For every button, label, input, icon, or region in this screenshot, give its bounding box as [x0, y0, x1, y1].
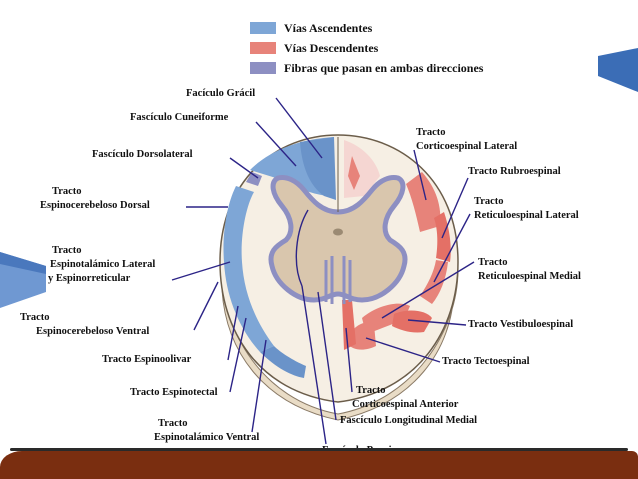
decorative-arrow-left [0, 252, 46, 308]
label-corticoespinal-lateral-1: Tracto [416, 127, 446, 138]
leader-tectoespinal [365, 337, 441, 363]
label-fasciculo-dorsolateral: Fascículo Dorsolateral [92, 149, 193, 160]
propios-arc [295, 209, 309, 287]
label-espinotalamico-lateral-3: y Espinorreticular [48, 273, 131, 284]
label-espinotectal: Tracto Espinotectal [130, 387, 218, 398]
leader-lines [171, 97, 475, 445]
legend-label: Fibras que pasan en ambas direcciones [284, 60, 484, 75]
legend-label: Vías Ascendentes [284, 20, 373, 35]
leader-espinotectal [229, 317, 247, 393]
label-vestibuloespinal: Tracto Vestibuloespinal [468, 319, 574, 330]
leader-gracil [275, 97, 323, 159]
legend: Vías Ascendentes Vías Descendentes Fibra… [250, 18, 483, 78]
label-espinocerebeloso-ventral-1: Tracto [20, 312, 50, 323]
label-espinotalamico-ventral-1: Tracto [158, 418, 188, 429]
bottom-band [0, 448, 638, 479]
leader-espinoolivar [227, 305, 239, 361]
anterior-median-fissure [324, 256, 352, 304]
corticospinal-lateral [406, 172, 441, 232]
label-corticoespinal-anterior-1: Tracto [356, 385, 386, 396]
label-corticoespinal-anterior-2: Corticoespinal Anterior [352, 399, 459, 410]
label-espinotalamico-ventral-2: Espinotalámico Ventral [154, 432, 260, 443]
leader-cuneiforme [255, 121, 297, 167]
central-canal [333, 228, 343, 236]
label-reticuloespinal-medial-2: Reticuloespinal Medial [478, 271, 581, 282]
spinothalamic-ventral-band [260, 346, 306, 378]
label-corticoespinal-lateral-2: Corticoespinal Lateral [416, 141, 518, 152]
label-fasciculo-gracil: Facículo Grácil [186, 88, 256, 99]
leader-reticuloespinal-lateral [433, 213, 471, 283]
label-espinotalamico-lateral-2: Espinotalámico Lateral [50, 259, 156, 270]
gray-matter [268, 175, 408, 303]
leader-dorsolateral [229, 157, 259, 179]
label-reticuloespinal-lateral-2: Reticuloespinal Lateral [474, 210, 579, 221]
swatch-descending [250, 42, 276, 54]
lateral-ascending-band [223, 186, 274, 352]
swatch-both [250, 62, 276, 74]
leader-espinotalamico-lateral [171, 261, 231, 281]
legend-item-descending: Vías Descendentes [250, 38, 483, 58]
label-reticuloespinal-medial-1: Tracto [478, 257, 508, 268]
label-fasciculo-cuneiforme: Fascículo Cuneiforme [130, 112, 229, 123]
vestibulospinal [392, 310, 432, 333]
label-espinocerebeloso-ventral-2: Espinocerebeloso Ventral [36, 326, 150, 337]
label-espinoolivar: Tracto Espinoolivar [102, 354, 192, 365]
label-longitudinal-medial: Fascículo Longitudinal Medial [340, 415, 478, 426]
legend-label: Vías Descendentes [284, 40, 379, 55]
legend-item-both: Fibras que pasan en ambas direcciones [250, 58, 483, 78]
corticospinal-anterior [342, 300, 356, 350]
decorative-arrow-right [598, 48, 638, 92]
leader-reticuloespinal-medial [381, 261, 475, 319]
dorsal-descending-right-accent [348, 156, 360, 190]
leader-longitudinal-medial [317, 291, 337, 421]
leader-espinocerebeloso-ventral [193, 281, 219, 331]
leader-corticoespinal-lateral [413, 149, 427, 201]
label-espinocerebeloso-dorsal-1: Tracto [52, 186, 82, 197]
label-espinocerebeloso-dorsal-2: Espinocerebeloso Dorsal [40, 200, 150, 211]
legend-item-ascending: Vías Ascendentes [250, 18, 483, 38]
label-reticuloespinal-lateral-1: Tracto [474, 196, 504, 207]
swatch-ascending [250, 22, 276, 34]
dorsolateral-fasciculus [246, 172, 262, 186]
leader-vestibuloespinal [407, 319, 467, 326]
label-espinotalamico-lateral-1: Tracto [52, 245, 82, 256]
leader-rubroespinal [441, 177, 469, 239]
dorsal-column-gracil [300, 137, 336, 200]
leader-espinotalamico-ventral [251, 339, 267, 433]
leader-propios [301, 285, 327, 445]
leader-corticoespinal-anterior [345, 327, 353, 393]
label-rubroespinal: Tracto Rubroespinal [468, 166, 561, 177]
label-tectoespinal: Tracto Tectoespinal [442, 356, 530, 367]
